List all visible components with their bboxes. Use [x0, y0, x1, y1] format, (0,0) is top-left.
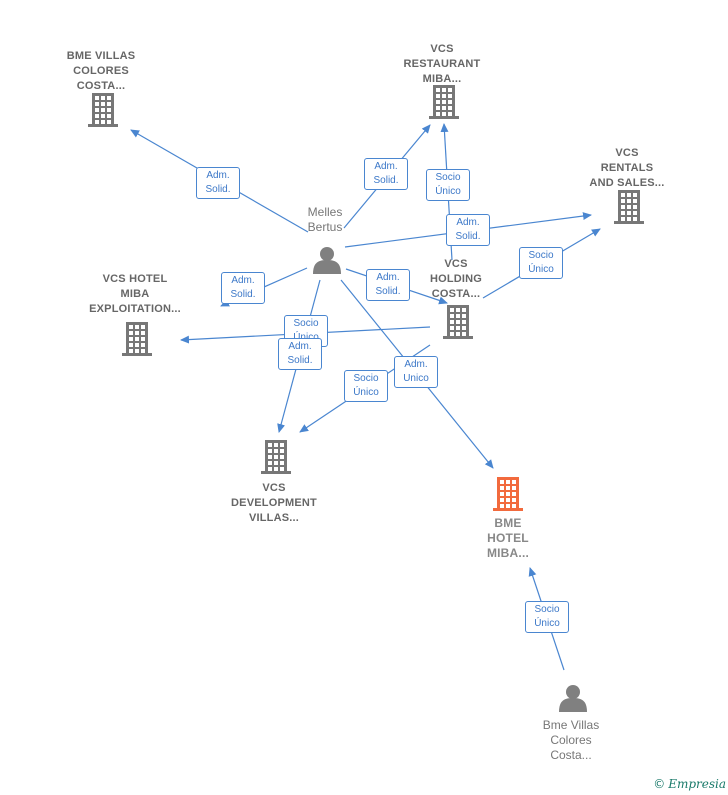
node-label-line: VCS	[615, 147, 639, 159]
edge-label-line: Solid.	[375, 286, 401, 297]
brand-name: Empresia	[668, 777, 726, 791]
node-label-line: Bertus	[307, 220, 343, 234]
edge-label-line: Único	[528, 264, 554, 275]
node-label-line: COLORES	[73, 65, 129, 77]
edge-label-line: Único	[353, 387, 379, 398]
edge-label-line: Solid.	[455, 231, 481, 242]
node-label-line: COSTA...	[76, 80, 126, 92]
node-label-line: Bme Villas	[542, 718, 600, 732]
node-label-vcs-hotel-exploitation[interactable]: VCS HOTEL MIBA EXPLOITATION...	[75, 272, 195, 317]
node-label-line: Costa...	[550, 748, 592, 762]
node-label-vcs-development[interactable]: VCS DEVELOPMENT VILLAS...	[214, 481, 334, 526]
building-icon	[261, 440, 291, 474]
node-label-line: HOLDING	[429, 273, 483, 285]
edge-label-line: Socio	[353, 373, 379, 384]
node-label-line: Colores	[550, 733, 592, 747]
node-label-vcs-restaurant[interactable]: VCS RESTAURANT MIBA...	[387, 42, 497, 87]
edge-label-line: Único	[288, 331, 324, 345]
edge-label-line: Solid.	[373, 175, 399, 186]
edge-label-line: Solid.	[230, 289, 256, 300]
edge-label[interactable]: Adm. Solid.	[278, 338, 322, 370]
watermark: ©Empresia	[653, 777, 726, 791]
edge-label[interactable]: Adm. Unico	[394, 356, 438, 388]
edge-label-line: Adm.	[288, 341, 312, 352]
node-label-line: AND SALES...	[589, 177, 665, 189]
building-icon	[88, 93, 118, 127]
node-label-line: EXPLOITATION...	[89, 303, 181, 315]
building-icon	[443, 305, 473, 339]
edge-label-line: Solid.	[287, 355, 313, 366]
person-icon	[313, 247, 341, 274]
edge-label[interactable]: Adm. Solid.	[221, 272, 265, 304]
edge-label-line: Socio	[534, 604, 560, 615]
building-icon	[429, 85, 459, 119]
node-label-line: VCS HOTEL	[102, 273, 168, 285]
node-label-line: DEVELOPMENT	[231, 497, 317, 509]
edge-label-line: Adm.	[404, 359, 428, 370]
building-icon	[122, 322, 152, 356]
person-icon	[559, 685, 587, 712]
edge-label[interactable]: Adm. Solid.	[446, 214, 490, 246]
node-label-line: MIBA	[120, 288, 150, 300]
edge-label-line: Adm.	[231, 275, 255, 286]
node-label-line: Melles	[307, 205, 343, 219]
building-icon	[614, 190, 644, 224]
focus-building-icon	[493, 477, 523, 511]
node-label-line: COSTA...	[431, 288, 481, 300]
node-label-line: VCS	[444, 258, 468, 270]
node-label-vcs-rentals[interactable]: VCS RENTALS AND SALES...	[572, 146, 682, 191]
node-label-line: BME VILLAS	[66, 50, 136, 62]
edge-label-line: Adm.	[206, 170, 230, 181]
node-label-bme-villas-colores[interactable]: BME VILLAS COLORES COSTA...	[46, 49, 156, 94]
node-label-line: MIBA...	[486, 546, 530, 560]
edge-label-line: Adm.	[376, 272, 400, 283]
node-label-line: BME	[494, 516, 522, 530]
edge-label-line: Socio	[435, 172, 461, 183]
edge-label-line: Único	[435, 186, 461, 197]
copyright-icon: ©	[653, 777, 666, 791]
edge-label-line: Socio	[293, 318, 319, 329]
icon-layer	[88, 85, 644, 712]
edge-label-line: Solid.	[205, 184, 231, 195]
edge-label[interactable]: Adm. Solid.	[366, 269, 410, 301]
node-label-line: VCS	[262, 482, 286, 494]
edge-label[interactable]: Adm. Solid.	[196, 167, 240, 199]
edge-label-line: Unico	[403, 373, 429, 384]
edge-label-line: Adm.	[456, 217, 480, 228]
edge-label-line: Socio	[528, 250, 554, 261]
node-label-line: HOTEL	[487, 531, 529, 545]
node-label-line: RESTAURANT	[403, 58, 481, 70]
edge-label[interactable]: Adm. Solid.	[364, 158, 408, 190]
node-label-line: VCS	[430, 43, 454, 55]
node-label-line: MIBA...	[422, 73, 462, 85]
node-label-vcs-holding[interactable]: VCS HOLDING COSTA...	[411, 257, 501, 302]
node-label-line: RENTALS	[600, 162, 654, 174]
edge-label-line: Único	[534, 618, 560, 629]
node-label-line: VILLAS...	[248, 512, 300, 524]
edge-label-line: Adm.	[374, 161, 398, 172]
